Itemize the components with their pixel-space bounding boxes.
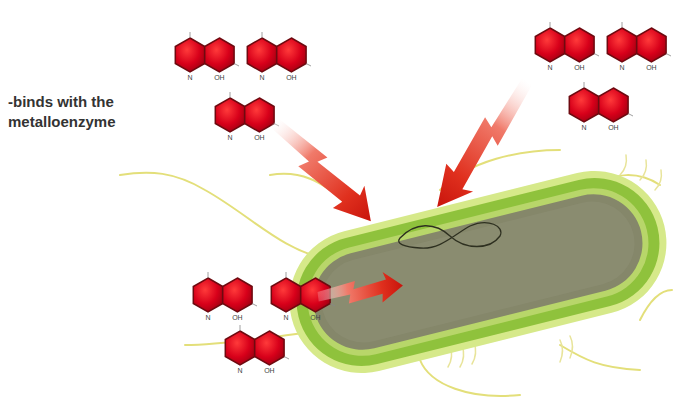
atom-label: OH (232, 314, 243, 322)
atom-label: N (581, 124, 586, 132)
atom-label: OH (254, 134, 265, 142)
atom-label: OH (264, 367, 275, 375)
atom-label: OH (286, 74, 297, 82)
atom-label: N (205, 314, 210, 322)
atom-label: OH (574, 64, 585, 72)
atom-label: OH (646, 64, 657, 72)
atom-label: N (259, 74, 264, 82)
atom-label: OH (214, 74, 225, 82)
atom-label: N (237, 367, 242, 375)
atom-label: N (227, 134, 232, 142)
atom-label: OH (310, 314, 321, 322)
atom-label: N (283, 314, 288, 322)
annotation-text: -binds with the metalloenzyme (8, 92, 168, 132)
atom-label: N (619, 64, 624, 72)
atom-label: N (547, 64, 552, 72)
atom-label: OH (608, 124, 619, 132)
atom-label: N (187, 74, 192, 82)
